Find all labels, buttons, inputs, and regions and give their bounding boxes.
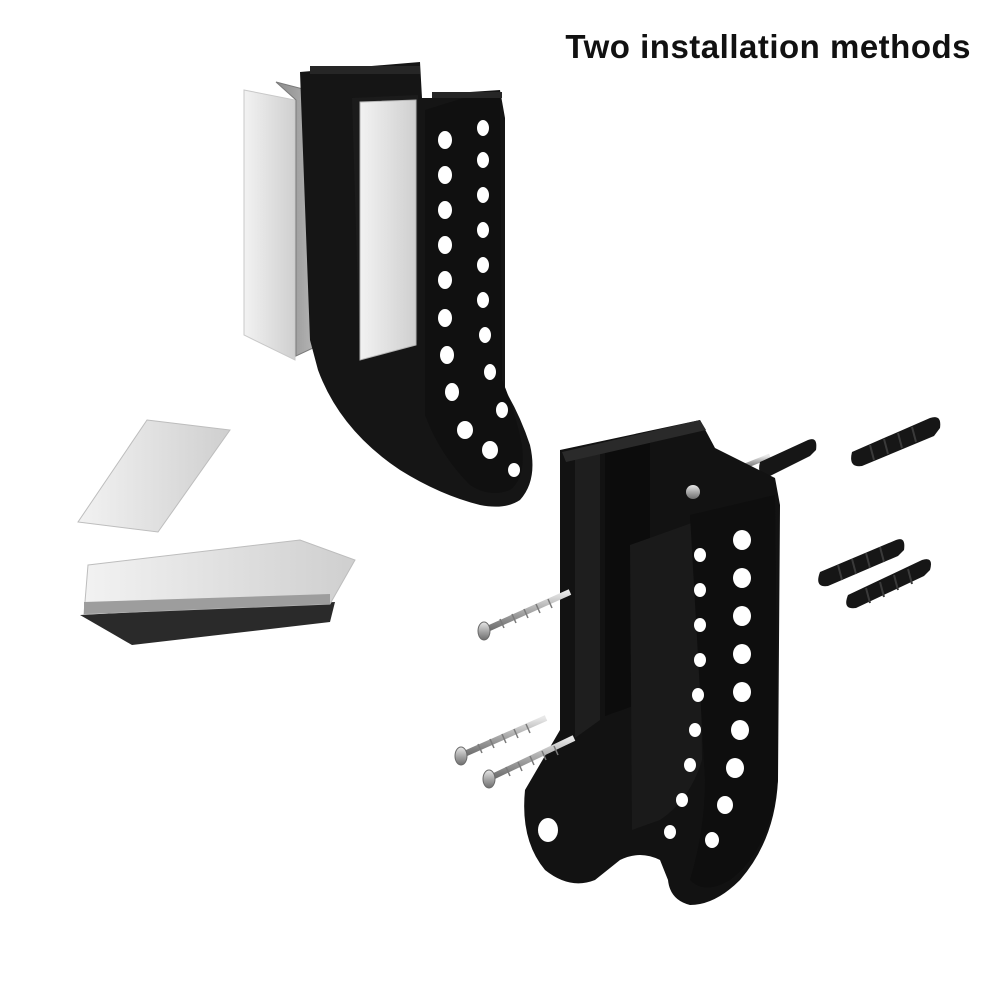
wall-anchor-middle: [818, 539, 905, 587]
bracket-holes: [438, 120, 520, 477]
screw-mount: [454, 417, 941, 905]
adhesive-mount: [77, 62, 533, 645]
screw-top: [477, 589, 572, 641]
headline: Two installation methods: [565, 28, 971, 65]
wall-anchor-top-right: [851, 417, 941, 467]
screw-bottom: [482, 735, 576, 789]
adhesive-bracket: [300, 62, 533, 507]
wall-anchor-bottom: [846, 559, 931, 609]
screw-middle: [454, 715, 548, 766]
screw-bracket: [524, 420, 780, 905]
screw-bracket-holes: [664, 530, 751, 848]
loose-tape-strip-top: [77, 419, 231, 533]
loose-tape-strip-bottom: [80, 539, 356, 645]
